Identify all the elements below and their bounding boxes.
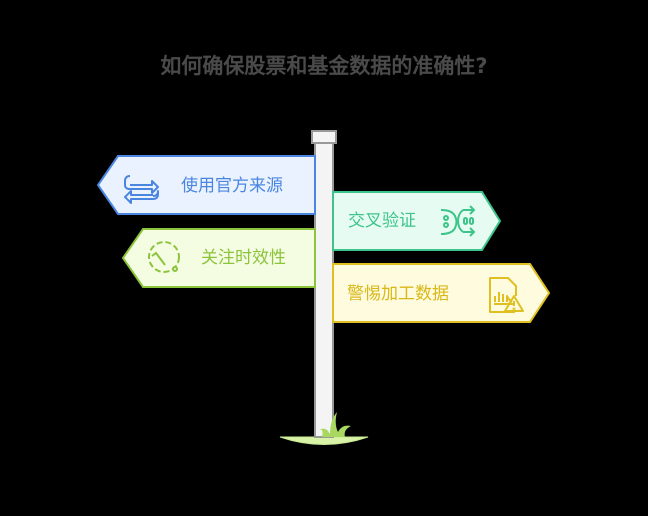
sign-label-official-sources: 使用官方来源 bbox=[181, 176, 283, 196]
sign-label-timeliness: 关注时效性 bbox=[201, 248, 286, 268]
split-merge-icon bbox=[440, 205, 476, 237]
sign-label-cross-verify: 交叉验证 bbox=[348, 211, 416, 231]
sync-arrows-icon bbox=[124, 175, 159, 204]
diagram-title: 如何确保股票和基金数据的准确性? bbox=[160, 54, 488, 78]
chart-warning-icon bbox=[489, 277, 524, 313]
sign-cross-verify bbox=[332, 191, 502, 251]
sign-label-processed-data: 警惕加工数据 bbox=[347, 284, 449, 304]
signpost-pole bbox=[314, 142, 334, 438]
dashed-clock-icon bbox=[148, 241, 180, 273]
ground-mound bbox=[279, 436, 369, 445]
grass-tuft bbox=[319, 412, 351, 437]
signpost-cap bbox=[311, 130, 337, 144]
